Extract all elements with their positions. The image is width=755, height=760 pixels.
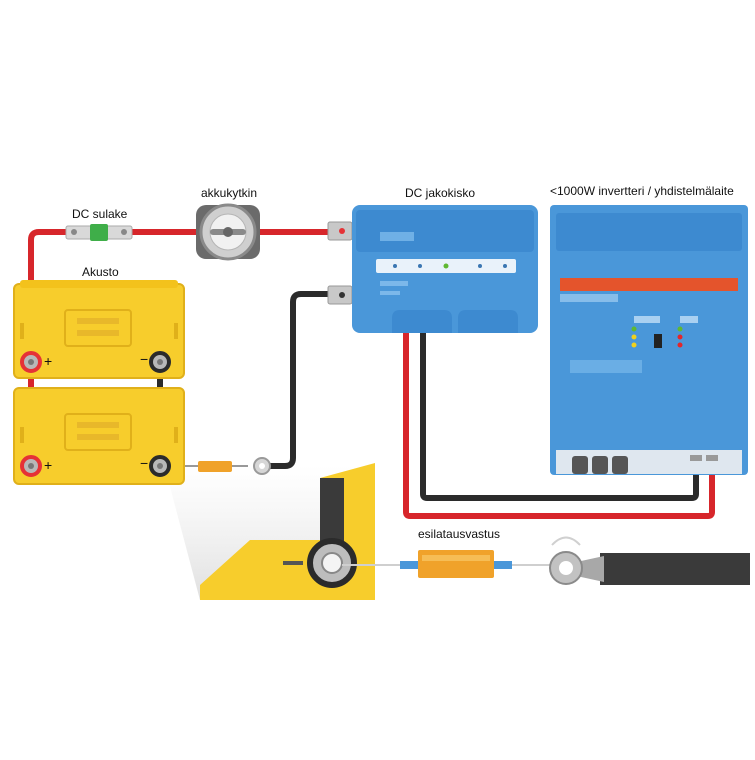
- plus-sign-top: +: [44, 353, 53, 369]
- positive-cable-inverter: [403, 328, 715, 519]
- plus-sign-bottom: +: [44, 457, 53, 473]
- fuse-label: DC sulake: [72, 207, 128, 221]
- negative-cable-main: [262, 291, 345, 469]
- ring-terminal-icon: [549, 536, 750, 585]
- led-yellow-2: [631, 342, 637, 348]
- terminal-top-negative: [149, 351, 171, 373]
- led-red-1: [677, 334, 683, 340]
- led-red-2: [677, 342, 683, 348]
- busbar-label: DC jakokisko: [405, 186, 476, 200]
- terminal-top-positive: [20, 351, 42, 373]
- inverter-unit: [550, 205, 748, 475]
- battery-label: Akusto: [82, 265, 119, 279]
- battery-bottom: [13, 387, 185, 485]
- battery-switch-label: akkukytkin: [201, 186, 258, 200]
- inverter-status-bar: [560, 278, 738, 291]
- fuse-icon: [65, 224, 133, 241]
- zoomed-battery-terminal: [200, 463, 375, 600]
- negative-cable-inverter: [420, 328, 699, 501]
- minus-sign-top: −: [140, 351, 149, 367]
- led-yellow-1: [631, 334, 637, 340]
- led-green-2: [677, 326, 683, 332]
- busbar-indicator-dots: [393, 263, 507, 269]
- resistor-icon: [198, 457, 271, 475]
- positive-cable-main: [28, 229, 353, 469]
- battery-top: [13, 280, 185, 379]
- rotary-switch-icon: [196, 203, 260, 261]
- precharge-resistor-large: [400, 550, 556, 578]
- led-green: [631, 326, 637, 332]
- inverter-switch: [654, 334, 662, 348]
- terminal-bottom-positive: [20, 455, 42, 477]
- minus-sign-bottom: −: [140, 455, 149, 471]
- precharge-resistor-label: esilatausvastus: [418, 527, 501, 541]
- dc-busbar-unit: [327, 205, 538, 333]
- terminal-bottom-negative: [149, 455, 171, 477]
- inverter-label: <1000W invertteri / yhdistelmälaite: [550, 184, 734, 198]
